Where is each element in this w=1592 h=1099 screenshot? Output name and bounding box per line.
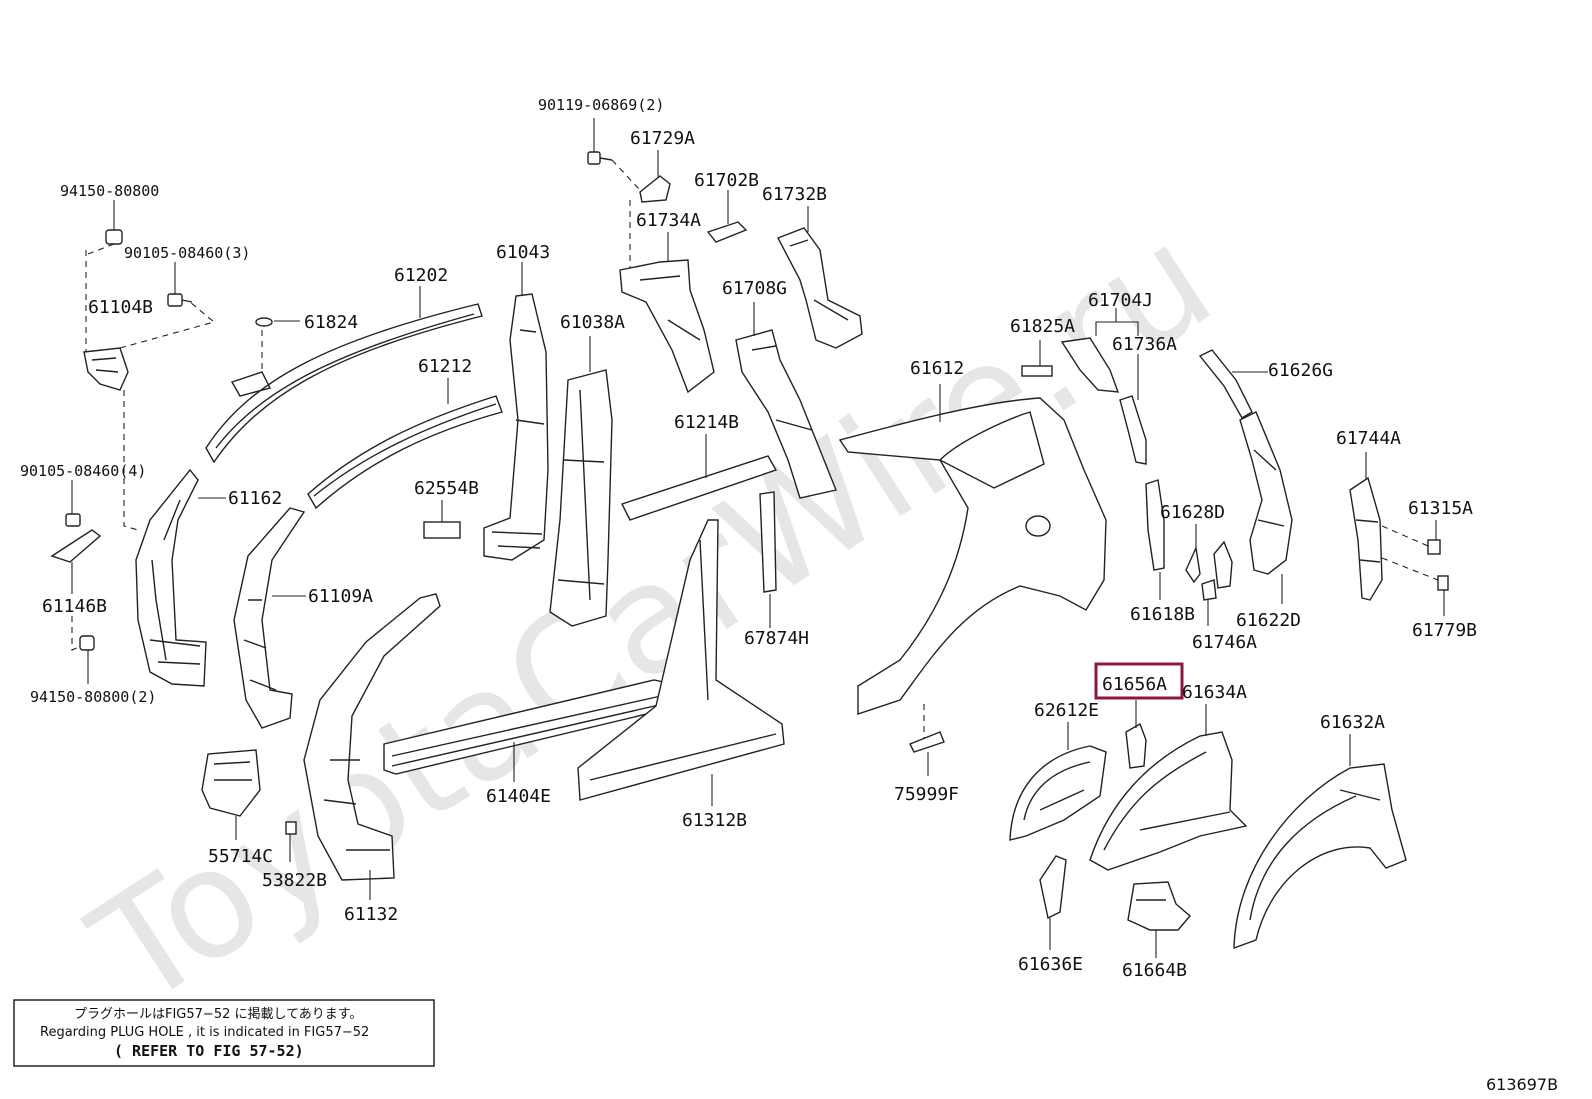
label-61104B: 61104B — [88, 297, 153, 318]
label-94150-80800: 94150-80800 — [60, 182, 159, 200]
part-61312B — [577, 519, 785, 806]
label-61212: 61212 — [418, 356, 472, 377]
label-90105-08460-4: 90105-08460(4) — [20, 462, 146, 480]
label-61109A: 61109A — [308, 586, 373, 607]
part-61664B — [1127, 881, 1191, 958]
label-61704J: 61704J — [1088, 290, 1153, 311]
label-75999F: 75999F — [894, 784, 959, 805]
part-61212 — [307, 378, 503, 510]
label-61043: 61043 — [496, 242, 550, 263]
part-61634A — [1089, 704, 1248, 871]
label-90119-06869: 90119-06869(2) — [538, 96, 664, 114]
label-61632A: 61632A — [1320, 712, 1385, 733]
label-61734A: 61734A — [636, 210, 701, 231]
label-61202: 61202 — [394, 265, 448, 286]
part-62612E — [1009, 722, 1107, 841]
label-94150-80800-2: 94150-80800(2) — [30, 688, 156, 706]
label-53822B: 53822B — [262, 870, 327, 891]
part-61612 — [838, 384, 1107, 740]
label-90105-08460-3: 90105-08460(3) — [124, 244, 250, 262]
part-61214B — [621, 434, 778, 521]
label-61612: 61612 — [910, 358, 964, 379]
label-61628D: 61628D — [1160, 502, 1225, 523]
part-61104B — [83, 243, 216, 531]
part-61628D-61622D-group — [1145, 411, 1293, 626]
label-61779B: 61779B — [1412, 620, 1477, 641]
note-line-japanese: プラグホールはFIG57−52 に掲載してあります。 — [74, 1006, 362, 1022]
plug-hole-note: プラグホールはFIG57−52 に掲載してあります。 Regarding PLU… — [13, 999, 435, 1067]
figure-reference: 613697B — [1486, 1075, 1558, 1094]
highlight-box-61656A — [1094, 662, 1184, 700]
label-61736A: 61736A — [1112, 334, 1177, 355]
label-61702B: 61702B — [694, 170, 759, 191]
part-53822B — [285, 821, 297, 862]
label-61634A: 61634A — [1182, 682, 1247, 703]
part-75999F — [909, 731, 945, 776]
part-61734A — [619, 232, 715, 394]
part-62554B — [423, 500, 461, 539]
part-61132 — [303, 593, 441, 900]
label-61656A: 61656A — [1102, 674, 1167, 695]
label-62612E: 62612E — [1034, 700, 1099, 721]
part-61744A — [1349, 452, 1449, 616]
label-61146B: 61146B — [42, 596, 107, 617]
part-61732B — [777, 206, 863, 349]
part-61162 — [135, 468, 226, 687]
part-61729A — [587, 118, 671, 268]
label-61732B: 61732B — [762, 184, 827, 205]
part-61632A — [1233, 734, 1407, 950]
label-62554B: 62554B — [414, 478, 479, 499]
label-61729A: 61729A — [630, 128, 695, 149]
part-61626G — [1198, 349, 1268, 419]
part-55714C — [201, 749, 261, 840]
part-61704J — [1060, 308, 1139, 393]
label-61825A: 61825A — [1010, 316, 1075, 337]
part-61038A — [549, 336, 613, 627]
part-61043 — [483, 262, 549, 561]
label-61312B: 61312B — [682, 810, 747, 831]
part-67874H — [759, 491, 777, 628]
label-61038A: 61038A — [560, 312, 625, 333]
label-61708G: 61708G — [722, 278, 787, 299]
label-61404E: 61404E — [486, 786, 551, 807]
part-61825A — [1021, 340, 1053, 377]
label-55714C: 55714C — [208, 846, 273, 867]
label-61744A: 61744A — [1336, 428, 1401, 449]
note-line-refer: ( REFER TO FIG 57-52) — [114, 1042, 304, 1060]
label-61824: 61824 — [304, 312, 358, 333]
bolt-90105-08460-3 — [167, 262, 193, 307]
part-61708G — [735, 302, 837, 499]
part-61656A — [1125, 700, 1147, 769]
part-61736A — [1119, 354, 1147, 465]
label-61315A: 61315A — [1408, 498, 1473, 519]
label-61746A: 61746A — [1192, 632, 1257, 653]
part-61636E — [1039, 855, 1067, 950]
part-61109A — [233, 507, 306, 729]
label-61162: 61162 — [228, 488, 282, 509]
label-61636E: 61636E — [1018, 954, 1083, 975]
label-61618B: 61618B — [1130, 604, 1195, 625]
label-61664B: 61664B — [1122, 960, 1187, 981]
part-61702B — [706, 190, 748, 243]
label-67874H: 67874H — [744, 628, 809, 649]
note-line-english: Regarding PLUG HOLE , it is indicated in… — [40, 1025, 369, 1040]
label-61132: 61132 — [344, 904, 398, 925]
nut-94150-80800 — [105, 200, 123, 245]
label-61214B: 61214B — [674, 412, 739, 433]
part-61202 — [205, 286, 483, 464]
part-61146B — [50, 480, 102, 684]
label-61622D: 61622D — [1236, 610, 1301, 631]
label-61626G: 61626G — [1268, 360, 1333, 381]
